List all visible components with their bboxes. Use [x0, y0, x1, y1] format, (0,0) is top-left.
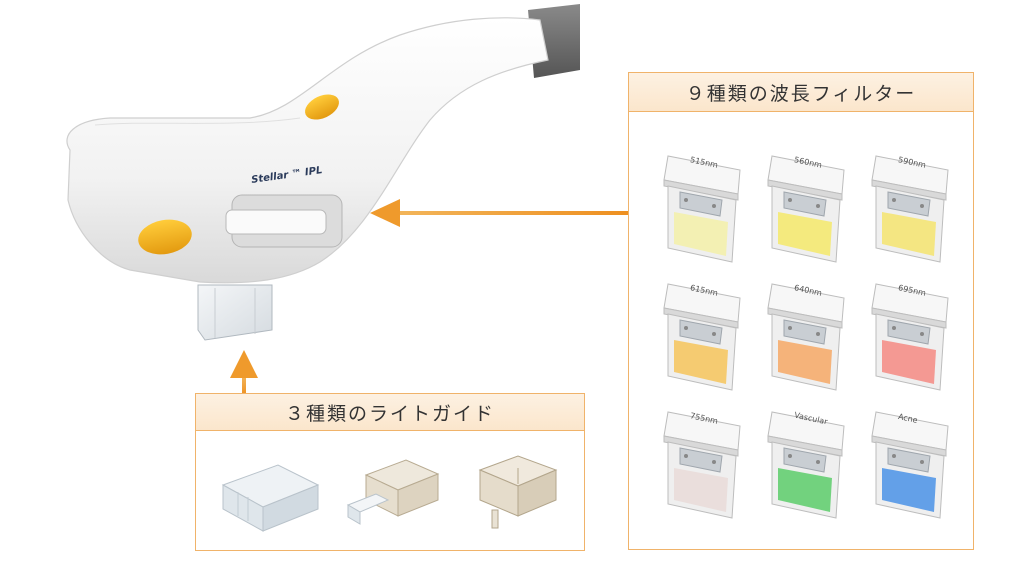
- handpiece-body: [66, 17, 549, 284]
- arrow-to-slot: [398, 211, 632, 215]
- filter-cartridge: 755nm: [656, 406, 746, 524]
- filters-panel-title: ９種類の波長フィルター: [629, 73, 973, 112]
- filter-cartridge: 515nm: [656, 150, 746, 268]
- filter-cartridge-icon: [871, 155, 949, 263]
- filter-cartridge: 615nm: [656, 278, 746, 396]
- filter-cartridge: 590nm: [864, 150, 954, 268]
- lightguide-tip: [197, 284, 273, 341]
- ipl-handpiece-illustration: [66, 4, 580, 341]
- filter-cartridge: 640nm: [760, 278, 850, 396]
- filter-cartridge: Acne: [864, 406, 954, 524]
- arrow-to-tip: [242, 376, 246, 396]
- medium-lightguide-icon: [346, 459, 440, 525]
- top-button-icon: [305, 94, 339, 120]
- lightguides-panel-title: ３種類のライトガイド: [196, 394, 584, 431]
- filter-cartridge-icon: [663, 283, 741, 391]
- filter-cartridge-icon: [871, 411, 949, 519]
- arrow-head-left-icon: [370, 199, 400, 227]
- small-lightguide-icon: [478, 455, 558, 529]
- large-lightguide-icon: [221, 464, 320, 532]
- side-button-icon: [138, 219, 192, 255]
- filter-cartridge-icon: [767, 411, 845, 519]
- filter-cartridge: 560nm: [760, 150, 850, 268]
- arrow-head-up-icon: [230, 350, 258, 378]
- filter-cartridge-icon: [871, 283, 949, 391]
- filter-cartridge: 695nm: [864, 278, 954, 396]
- filter-cartridge-icon: [767, 155, 845, 263]
- filter-cartridge-icon: [767, 283, 845, 391]
- filter-cartridge-icon: [663, 155, 741, 263]
- filter-cartridge-icon: [663, 411, 741, 519]
- filter-cartridge: Vascular: [760, 406, 850, 524]
